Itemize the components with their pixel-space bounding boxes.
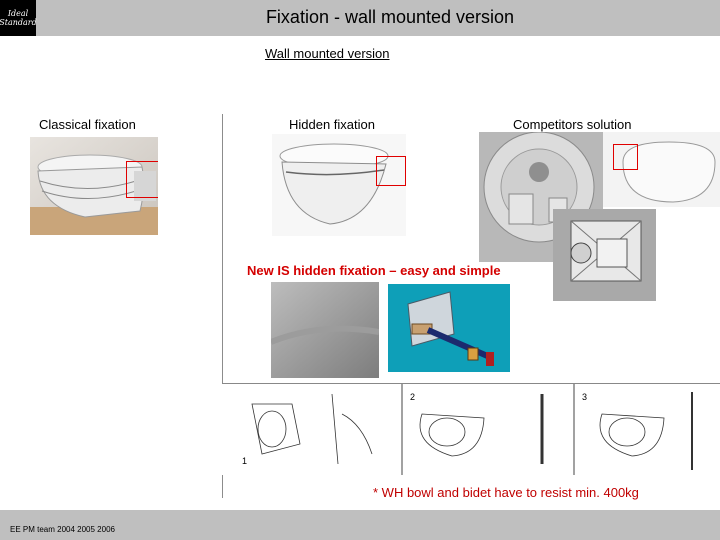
slide-title: Fixation - wall mounted version	[265, 7, 515, 27]
logo-line-2: Standard	[0, 18, 37, 27]
highlight-box	[613, 144, 638, 170]
diagram-step-1: 1	[242, 456, 248, 466]
highlight-box	[376, 156, 406, 186]
new-fixation-title: New IS hidden fixation – easy and simple	[247, 263, 501, 278]
diagram-step-3: 3	[582, 392, 588, 402]
classical-toilet-photo	[30, 137, 158, 235]
hidden-fixation-label: Hidden fixation	[289, 117, 375, 132]
footer-bar	[0, 510, 720, 540]
vertical-divider	[222, 114, 223, 498]
competitors-solution-label: Competitors solution	[513, 117, 632, 132]
footer-text: EE PM team 2004 2005 2006	[10, 525, 115, 534]
hidden-fixation-toilet-photo	[272, 134, 406, 236]
title-bar	[0, 0, 720, 36]
classical-fixation-label: Classical fixation	[39, 117, 136, 132]
wall-fixing-photo	[271, 282, 379, 378]
logo-line-1: Ideal	[7, 9, 29, 18]
installation-diagrams: 1 2 3	[222, 383, 720, 475]
diagram-step-2: 2	[410, 392, 416, 402]
bracket-render	[388, 284, 510, 372]
highlight-box	[126, 161, 158, 198]
competitor-bracket-photo	[553, 209, 656, 301]
ideal-standard-logo: Ideal Standard	[0, 0, 37, 36]
slide-subtitle: Wall mounted version	[265, 46, 390, 61]
load-footnote: * WH bowl and bidet have to resist min. …	[373, 485, 639, 500]
competitor-toilet-photo	[603, 132, 720, 207]
